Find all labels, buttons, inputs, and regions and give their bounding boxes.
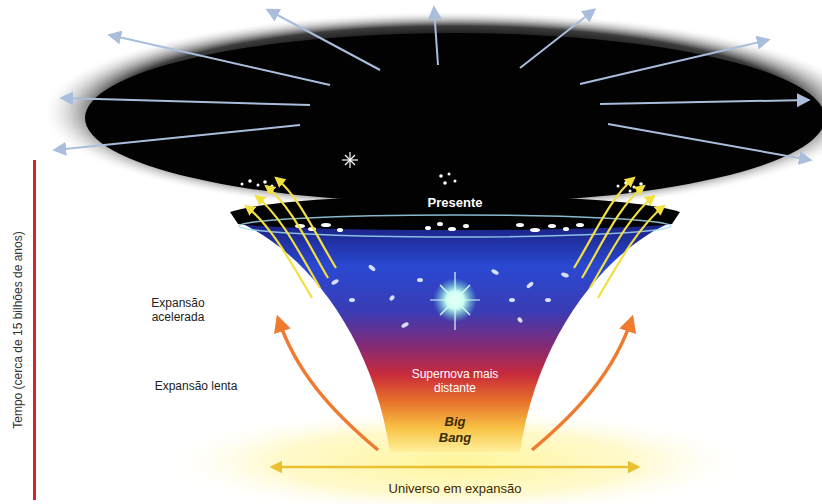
big-bang-glow <box>155 407 755 504</box>
time-axis-label: Tempo (cerca de 15 bilhões de anos) <box>11 170 25 490</box>
time-bar <box>33 160 36 500</box>
accelerated-label: Expansão acelerada <box>133 296 223 325</box>
expansion-double-arrow <box>272 466 638 469</box>
supernova-burst <box>430 272 480 330</box>
accelerated-expansion-arrows <box>246 178 664 298</box>
present-universe-core <box>85 33 822 203</box>
expansion-arrows <box>55 8 810 160</box>
expanding-universe-label: Universo em expansão <box>345 481 565 497</box>
star <box>342 152 358 168</box>
galaxies <box>241 173 643 233</box>
early-galaxies <box>331 264 570 329</box>
slow-label: Expansão lenta <box>131 379 261 393</box>
slow-expansion-arrows <box>278 318 632 450</box>
present-label: Presente <box>410 195 500 211</box>
present-universe <box>45 12 822 212</box>
supernova-label: Supernova mais distante <box>400 367 510 396</box>
big-bang-label: Big Bang <box>430 414 480 445</box>
